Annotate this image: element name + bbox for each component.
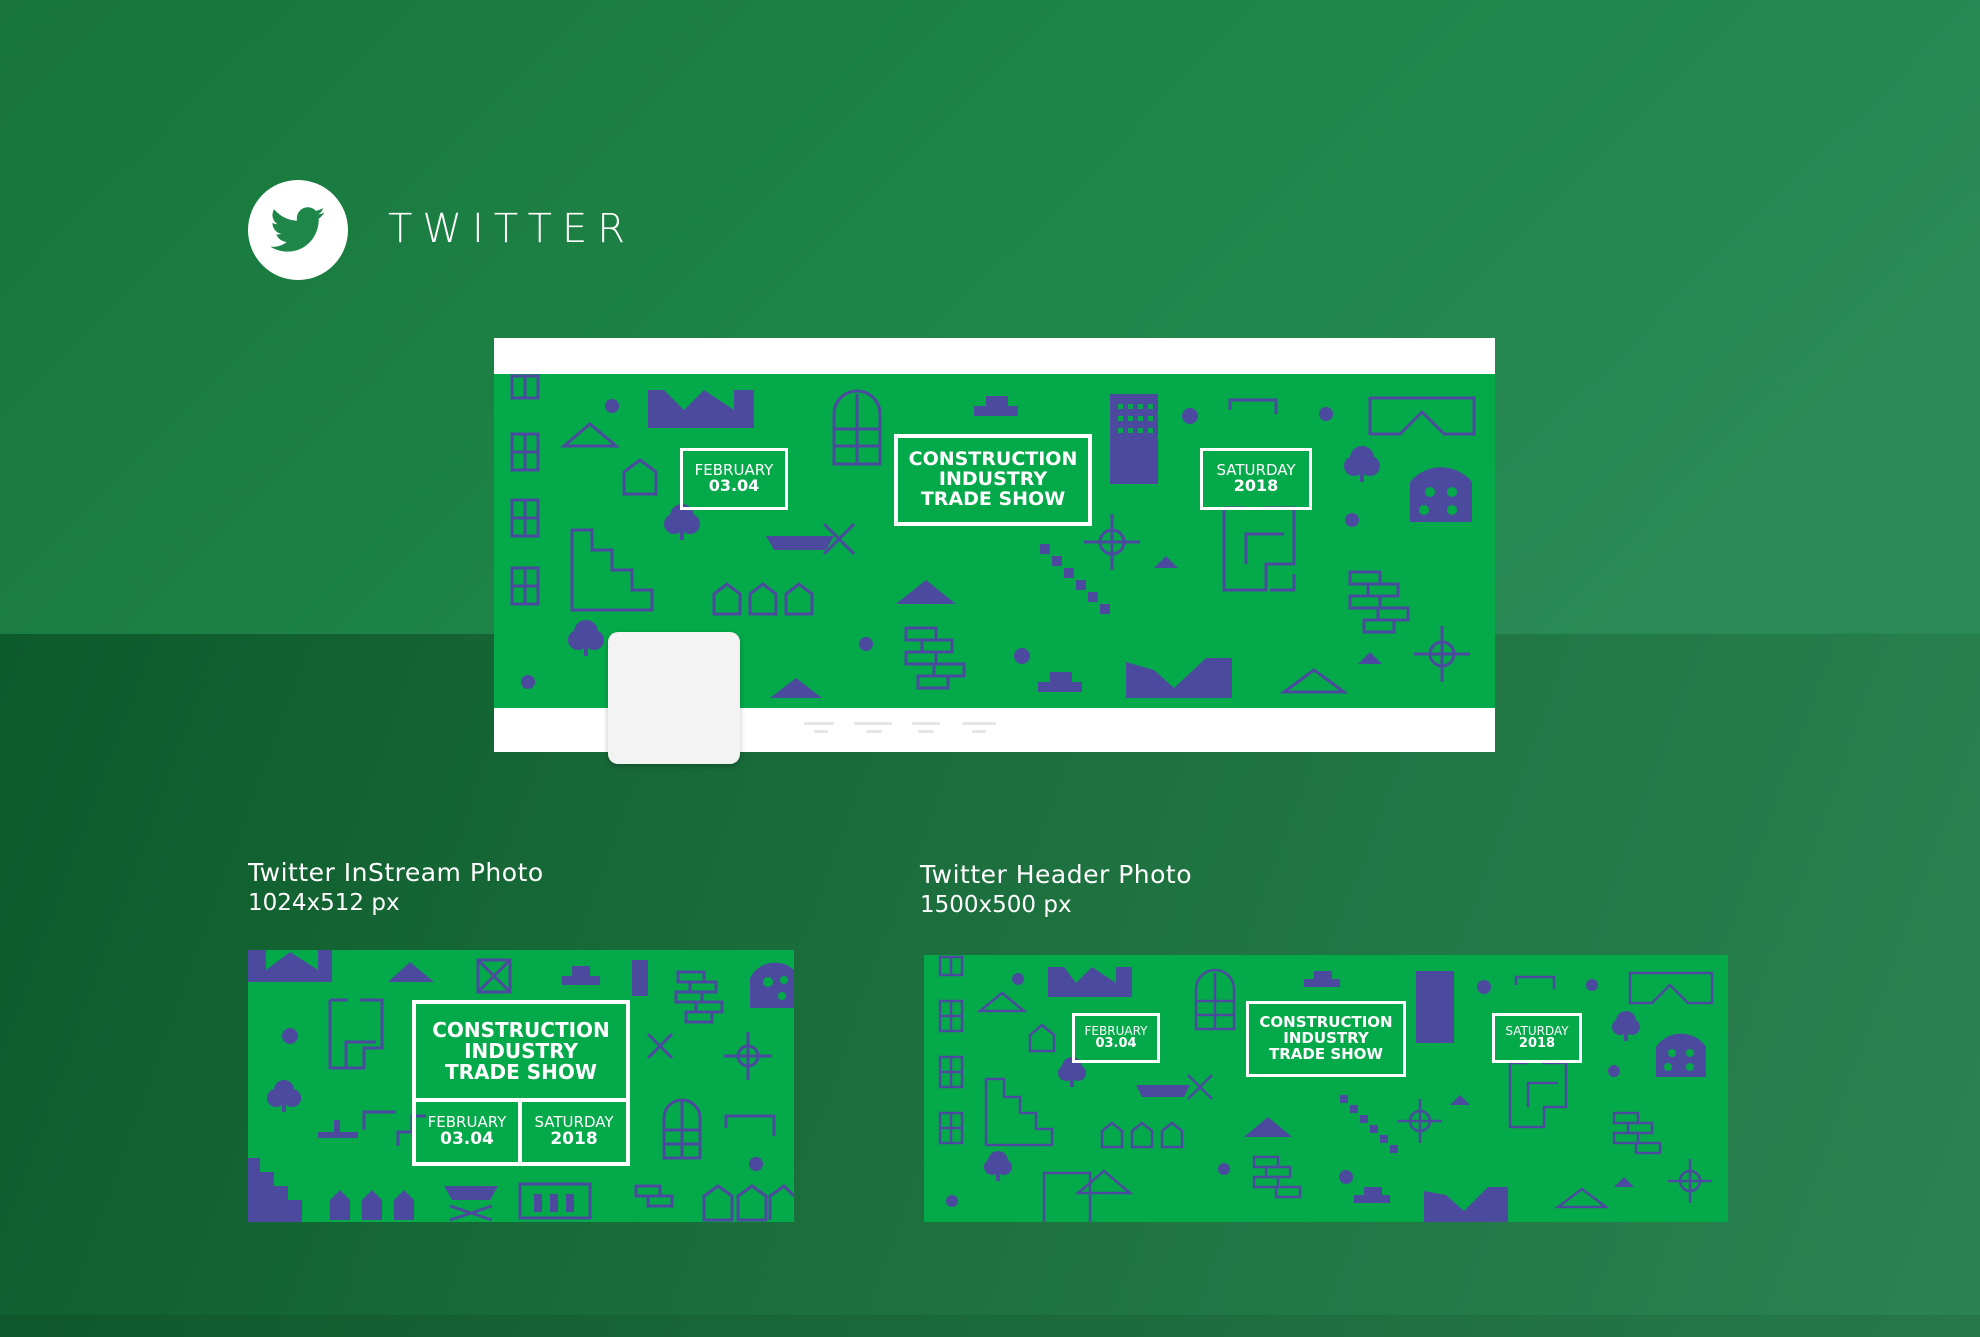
profile-mockup: FEBRUARY 03.04 CONSTRUCTION INDUSTRY TRA… [494, 338, 1495, 752]
profile-nav-placeholder [972, 730, 986, 733]
cover-title-line2: INDUSTRY [938, 468, 1048, 491]
instream-month: FEBRUARY [427, 1113, 507, 1132]
profile-nav-placeholder [866, 730, 882, 733]
profile-nav-placeholder [804, 722, 834, 725]
instream-date-box: FEBRUARY 03.04 [412, 1098, 522, 1166]
profile-avatar-placeholder [608, 632, 740, 764]
instream-title: Twitter InStream Photo [248, 858, 544, 887]
header-month: FEBRUARY [1084, 1023, 1148, 1038]
profile-nav-placeholder [962, 722, 996, 725]
header-title: Twitter Header Photo [920, 860, 1193, 889]
header-date: 03.04 [1095, 1036, 1137, 1052]
instream-size: 1024x512 px [248, 890, 400, 916]
cover-title-line1: CONSTRUCTION [908, 448, 1078, 471]
header-title-box: CONSTRUCTION INDUSTRY TRADE SHOW [1246, 1001, 1406, 1077]
construction-pattern [510, 374, 1476, 698]
instream-year: 2018 [550, 1128, 598, 1149]
header-day-box: SATURDAY 2018 [1492, 1013, 1582, 1063]
cover-date: 03.04 [708, 476, 760, 496]
header-title-line2: INDUSTRY [1283, 1029, 1369, 1048]
header-title-line1: CONSTRUCTION [1259, 1013, 1393, 1032]
mockup-cover-image: FEBRUARY 03.04 CONSTRUCTION INDUSTRY TRA… [494, 374, 1495, 708]
header-title-line3: TRADE SHOW [1269, 1044, 1383, 1063]
instream-title-box: CONSTRUCTION INDUSTRY TRADE SHOW [412, 1000, 630, 1102]
construction-pattern [248, 950, 794, 1222]
cover-month: FEBRUARY [694, 460, 774, 479]
twitter-bird-icon [270, 207, 325, 252]
instream-photo-preview: CONSTRUCTION INDUSTRY TRADE SHOW FEBRUAR… [248, 950, 794, 1222]
profile-nav-placeholder [912, 722, 940, 725]
cover-year: 2018 [1233, 476, 1279, 496]
cover-title-box: CONSTRUCTION INDUSTRY TRADE SHOW [894, 434, 1092, 526]
instream-title-line2: INDUSTRY [464, 1038, 578, 1063]
profile-nav-placeholder [918, 730, 934, 733]
header-date-box: FEBRUARY 03.04 [1072, 1013, 1160, 1063]
instream-weekday: SATURDAY [534, 1113, 614, 1132]
brand-title: TWITTER [388, 206, 636, 252]
cover-title-line3: TRADE SHOW [920, 487, 1066, 510]
instream-title-line3: TRADE SHOW [445, 1059, 597, 1084]
cover-weekday: SATURDAY [1216, 460, 1296, 479]
footer-strip [0, 1315, 1980, 1337]
instream-date: 03.04 [440, 1128, 494, 1149]
instream-title-line1: CONSTRUCTION [432, 1017, 610, 1042]
twitter-logo [248, 180, 348, 280]
header-year: 2018 [1518, 1036, 1556, 1052]
header-weekday: SATURDAY [1505, 1023, 1569, 1038]
header-photo-preview: FEBRUARY 03.04 CONSTRUCTION INDUSTRY TRA… [924, 955, 1728, 1222]
header-size: 1500x500 px [920, 892, 1072, 918]
profile-nav-placeholder [854, 722, 892, 725]
instream-day-box: SATURDAY 2018 [518, 1098, 630, 1166]
cover-day-box: SATURDAY 2018 [1200, 448, 1312, 510]
profile-nav-placeholder [814, 730, 828, 733]
construction-pattern [938, 955, 1714, 1222]
cover-date-box: FEBRUARY 03.04 [680, 448, 788, 510]
